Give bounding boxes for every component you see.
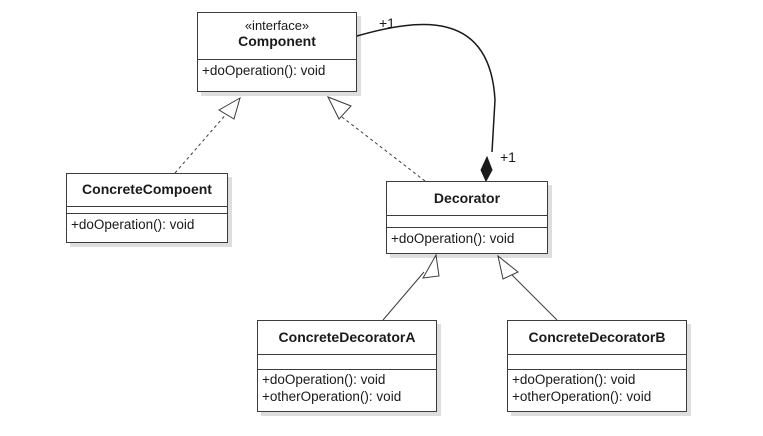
class-decorator[interactable]: Decorator +doOperation(): void bbox=[386, 181, 548, 254]
component-stereotype: «interface» bbox=[244, 18, 310, 33]
generalization-line-decorator-b bbox=[509, 272, 558, 321]
composition-line bbox=[356, 23, 496, 153]
concrete-decorator-a-operation: +doOperation(): void bbox=[262, 372, 386, 387]
class-concrete-component-header: ConcreteCompoent bbox=[67, 174, 227, 206]
concrete-decorator-b-operation: +doOperation(): void bbox=[512, 372, 636, 387]
decorator-operation: +doOperation(): void bbox=[391, 231, 515, 246]
decorator-operations: +doOperation(): void bbox=[387, 228, 547, 247]
concrete-decorator-b-operation: +otherOperation(): void bbox=[512, 389, 652, 404]
decorator-attributes bbox=[387, 215, 547, 228]
realization-line-decorator bbox=[341, 116, 426, 182]
class-decorator-header: Decorator bbox=[387, 182, 547, 215]
concrete-decorator-b-operations: +doOperation(): void +otherOperation(): … bbox=[508, 370, 686, 405]
generalization-arrowhead-decorator-b bbox=[497, 254, 519, 280]
concrete-decorator-b-attributes bbox=[508, 354, 686, 370]
class-concrete-decorator-a[interactable]: ConcreteDecoratorA +doOperation(): void … bbox=[257, 320, 437, 412]
composition-diamond bbox=[480, 155, 493, 183]
realization-line-concrete-component bbox=[174, 111, 229, 174]
class-concrete-component[interactable]: ConcreteCompoent +doOperation(): void bbox=[66, 173, 228, 243]
realization-arrowhead-concrete-component bbox=[218, 96, 241, 120]
realization-arrowhead-decorator bbox=[326, 96, 352, 120]
generalization-arrowhead-decorator-a bbox=[422, 253, 440, 279]
component-operation: +doOperation(): void bbox=[202, 63, 326, 78]
multiplicity-decorator-end: +1 bbox=[500, 149, 516, 165]
concrete-decorator-b-name: ConcreteDecoratorB bbox=[528, 329, 666, 345]
class-concrete-decorator-b-header: ConcreteDecoratorB bbox=[508, 321, 686, 354]
class-concrete-decorator-a-header: ConcreteDecoratorA bbox=[258, 321, 436, 354]
class-component-header: «interface» Component bbox=[198, 13, 356, 60]
concrete-decorator-a-attributes bbox=[258, 354, 436, 370]
component-name: Component bbox=[238, 33, 316, 49]
decorator-name: Decorator bbox=[433, 190, 501, 206]
multiplicity-component-end: +1 bbox=[379, 15, 395, 31]
concrete-decorator-a-name: ConcreteDecoratorA bbox=[278, 329, 416, 345]
concrete-decorator-a-operation: +otherOperation(): void bbox=[262, 389, 402, 404]
component-operations: +doOperation(): void bbox=[198, 60, 356, 79]
concrete-component-attributes bbox=[67, 206, 227, 214]
concrete-component-operation: +doOperation(): void bbox=[71, 217, 195, 232]
concrete-component-name: ConcreteCompoent bbox=[82, 181, 212, 197]
class-concrete-decorator-b[interactable]: ConcreteDecoratorB +doOperation(): void … bbox=[507, 320, 687, 412]
generalization-line-decorator-a bbox=[382, 271, 425, 321]
concrete-component-operations: +doOperation(): void bbox=[67, 214, 227, 233]
concrete-decorator-a-operations: +doOperation(): void +otherOperation(): … bbox=[258, 370, 436, 405]
class-component[interactable]: «interface» Component +doOperation(): vo… bbox=[197, 12, 357, 92]
